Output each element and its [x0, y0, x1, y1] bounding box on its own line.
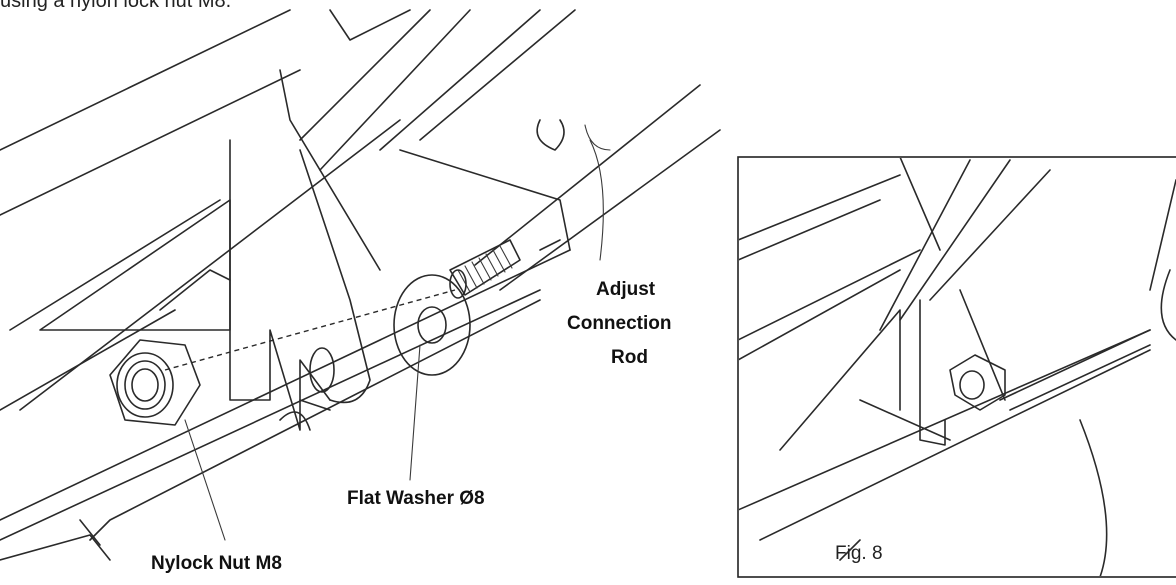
adjust-label-line-2: Connection [567, 313, 672, 334]
bracket-hole [309, 347, 335, 393]
rod-leader-line [589, 139, 604, 261]
inset-figure [737, 156, 1176, 578]
adjust-label-line-3: Rod [611, 347, 648, 368]
adjust-label-line-1: Adjust [596, 279, 656, 300]
washer-leader-line [409, 344, 421, 481]
nylock-nut-part [109, 339, 201, 426]
main-exploded-view [0, 9, 721, 561]
inset-frame [737, 156, 1176, 578]
flat-washer-part [393, 274, 471, 376]
threaded-rod-end [449, 239, 521, 299]
intro-text: using a nylon lock nut M8. [0, 0, 232, 12]
flat-washer-label: Flat Washer Ø8 [347, 488, 485, 509]
figure-caption: Fig. 8 [835, 543, 883, 564]
nylock-leader-line [184, 419, 226, 541]
nylock-nut-label: Nylock Nut M8 [151, 553, 282, 574]
